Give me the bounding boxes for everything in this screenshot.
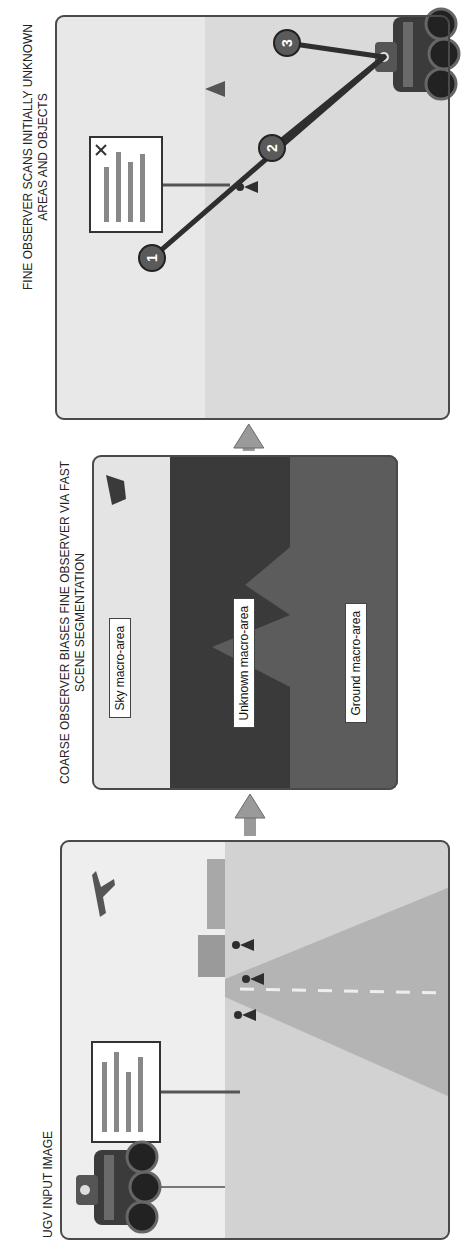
stage-panel: FINE OBSERVER SCANS INITIALLY UNKNOWN AR… bbox=[55, 15, 450, 420]
road-sign bbox=[90, 137, 162, 232]
callout-number: 2 bbox=[265, 144, 279, 152]
sign-marks bbox=[128, 162, 133, 222]
segment-label: Unknown macro-area bbox=[233, 598, 255, 729]
ugv-robot bbox=[76, 1142, 160, 1232]
sky-region bbox=[92, 455, 398, 790]
panel-heading: FINE OBSERVER SCANS INITIALLY UNKNOWN AR… bbox=[21, 17, 52, 297]
road-sign bbox=[92, 1042, 160, 1142]
close-mark bbox=[96, 145, 106, 155]
building bbox=[198, 935, 225, 977]
sign-marks bbox=[104, 167, 109, 222]
region-label: Ground macro-area bbox=[349, 611, 363, 716]
callout-number: 3 bbox=[280, 39, 294, 47]
callout-circle: 3 bbox=[273, 29, 301, 57]
scene-sky bbox=[55, 15, 205, 420]
arrow-head bbox=[234, 424, 264, 448]
callout-circle: 1 bbox=[138, 244, 166, 272]
region-label: Sky macro-area bbox=[113, 626, 127, 711]
flow-arrow bbox=[235, 794, 265, 836]
segment-label: Ground macro-area bbox=[345, 603, 367, 724]
close-mark bbox=[96, 145, 106, 155]
panel-heading: UGV INPUT IMAGE bbox=[41, 938, 57, 1238]
building bbox=[207, 859, 225, 929]
stage-panel: COARSE OBSERVER BIASES FINE OBSERVER VIA… bbox=[92, 455, 398, 790]
aircraft bbox=[92, 871, 115, 917]
callout-number: 1 bbox=[145, 254, 159, 262]
people bbox=[232, 939, 264, 1021]
sign-marks bbox=[114, 1052, 119, 1132]
sign-post bbox=[160, 1091, 240, 1094]
segmentation-map bbox=[92, 455, 398, 790]
callout-circle: 2 bbox=[258, 134, 286, 162]
sign-marks bbox=[116, 152, 121, 222]
input-photo bbox=[60, 840, 450, 1240]
sky-area bbox=[60, 840, 225, 1240]
scan-scene bbox=[55, 15, 450, 420]
ground-region bbox=[212, 455, 398, 790]
sign-marks bbox=[102, 1062, 107, 1132]
sign-post bbox=[162, 184, 230, 187]
ugv-robot bbox=[375, 9, 459, 99]
sign-marks bbox=[138, 1057, 143, 1132]
ground-area bbox=[60, 840, 450, 1240]
stage-panel: UGV INPUT IMAGE bbox=[60, 840, 450, 1240]
arrow-head bbox=[235, 794, 265, 818]
panel-heading: COARSE OBSERVER BIASES FINE OBSERVER VIA… bbox=[58, 458, 89, 788]
sky-object bbox=[106, 475, 126, 505]
lane-mark bbox=[240, 989, 450, 993]
region-label: Unknown macro-area bbox=[237, 606, 251, 721]
flow-arrow bbox=[234, 424, 264, 451]
scene-ground bbox=[55, 15, 450, 420]
segment-label: Sky macro-area bbox=[109, 618, 131, 719]
small-object bbox=[205, 81, 225, 97]
sign-marks bbox=[140, 154, 145, 222]
road bbox=[225, 887, 450, 1097]
scan-rays bbox=[152, 43, 384, 258]
sign-marks bbox=[126, 1072, 131, 1132]
